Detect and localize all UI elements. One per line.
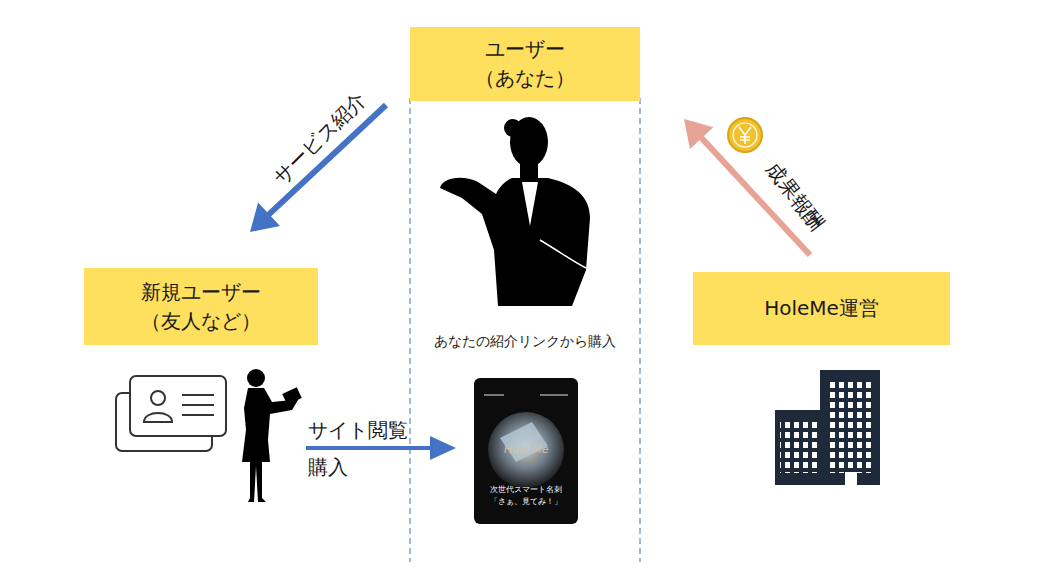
label-box: 新規ユーザー （友人など）: [84, 268, 318, 345]
note-text: あなたの紹介リンクから購入: [434, 333, 616, 351]
edge-label: 成果報酬: [759, 155, 832, 238]
tablet-illustration: [474, 378, 578, 524]
text-group: ユーザー （あなた）: [460, 35, 590, 93]
note-text: 購入: [308, 454, 348, 481]
box-title: HoleMe運営: [764, 294, 879, 323]
note-text: 次世代スマート名刺: [490, 484, 562, 495]
note-text: Hole Me: [504, 443, 549, 456]
note-text: 「さぁ、見てみ！」: [490, 496, 562, 507]
building-icon: [775, 370, 880, 485]
new-user-silhouette: [242, 369, 302, 502]
box-title: ユーザー （あなた）: [460, 35, 590, 93]
note-text: サイト閲覧: [308, 417, 408, 444]
box-title: 新規ユーザー （友人など）: [136, 278, 266, 336]
label-box: ユーザー （あなた）: [410, 27, 640, 101]
coin-icon: [728, 118, 762, 152]
label-box: HoleMe運営: [693, 272, 950, 345]
column-line: [409, 98, 411, 562]
presenter-silhouette: [440, 117, 590, 306]
arrow-head: [684, 119, 713, 149]
arrow-head: [250, 203, 280, 232]
edge-label: サービス紹介: [267, 85, 374, 192]
column-line: [639, 98, 641, 562]
text-group: 新規ユーザー （友人など）: [136, 278, 266, 336]
business-card-icon: [116, 376, 226, 451]
text-group: HoleMe運営: [764, 294, 879, 323]
